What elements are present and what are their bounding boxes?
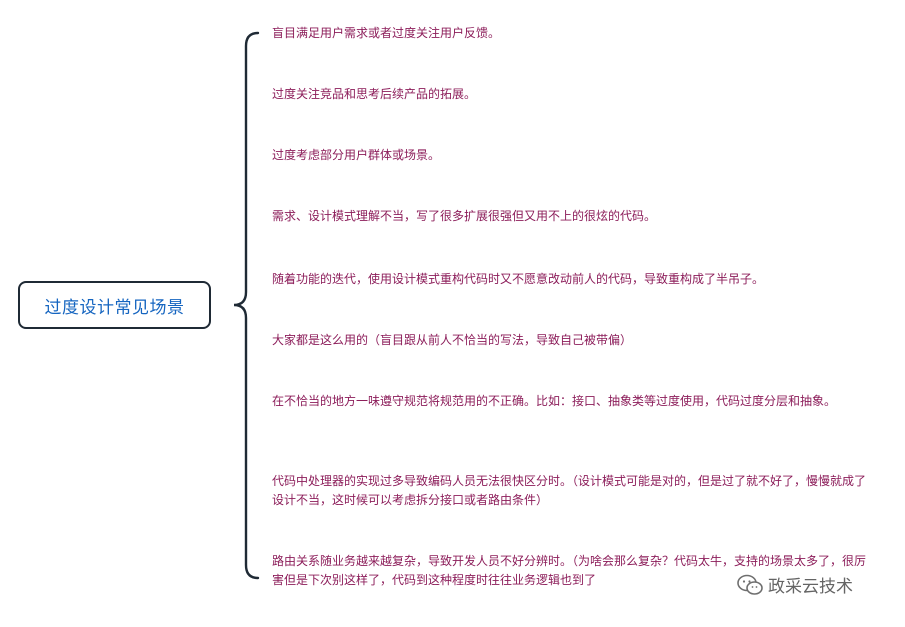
branch-item: 过度考虑部分用户群体或场景。 [272,148,441,162]
curly-brace-connector [233,31,260,580]
root-node-label: 过度设计常见场景 [44,297,185,318]
branch-item: 盲目满足用户需求或者过度关注用户反馈。 [272,26,501,40]
branch-item: 大家都是这么用的（盲目跟从前人不恰当的写法，导致自己被带偏） [272,333,633,347]
branch-item: 路由关系随业务越来越复杂，导致开发人员不好分辨时。（为啥会那么复杂？代码太牛，支… [272,554,867,587]
root-node: 过度设计常见场景 [18,281,211,329]
branch-item: 随着功能的迭代，使用设计模式重构代码时又不愿意改动前人的代码，导致重构成了半吊子… [272,272,765,286]
branch-item: 代码中处理器的实现过多导致编码人员无法很快区分时。（设计模式可能是对的，但是过了… [272,474,867,507]
wechat-icon [737,574,763,595]
branch-item: 在不恰当的地方一味遵守规范将规范用的不正确。比如：接口、抽象类等过度使用，代码过… [272,394,837,408]
branch-item: 需求、设计模式理解不当，写了很多扩展很强但又用不上的很炫的代码。 [272,209,657,223]
branch-item: 过度关注竞品和思考后续产品的拓展。 [272,87,477,101]
watermark: 政采云技术 [736,572,853,597]
watermark-text: 政采云技术 [768,577,853,597]
